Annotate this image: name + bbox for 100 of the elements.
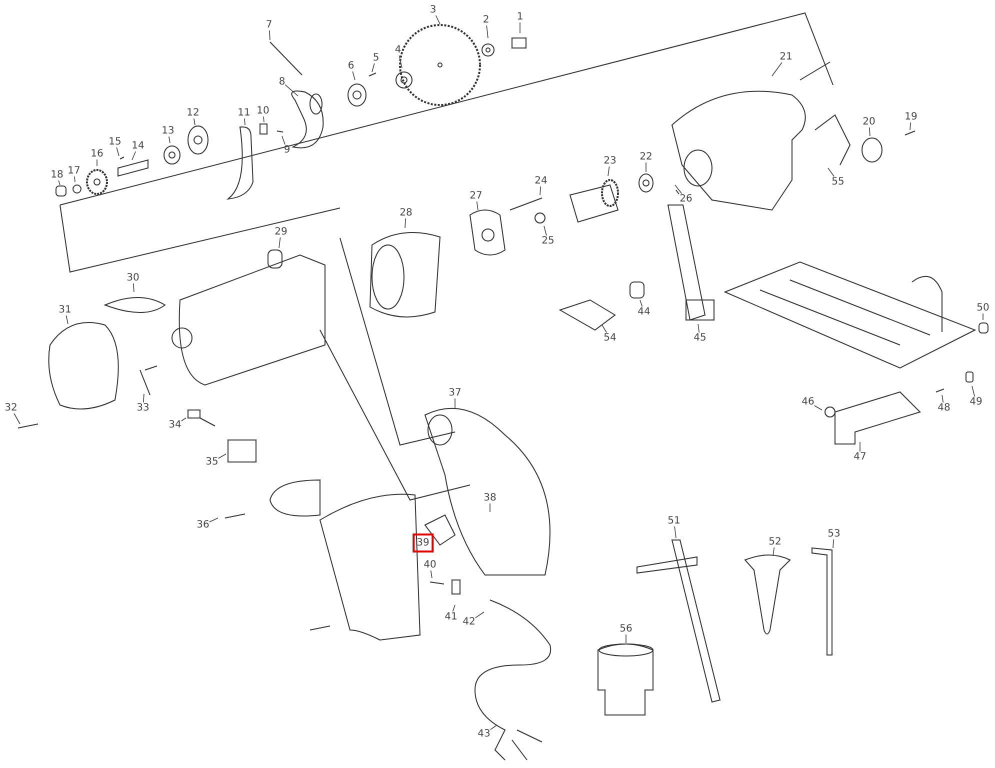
callout-number: 2 xyxy=(482,14,490,26)
leader-line xyxy=(972,386,975,397)
callout-number: 54 xyxy=(604,332,616,344)
callout-number: 47 xyxy=(854,452,866,462)
callout-number: 56 xyxy=(620,624,632,634)
leader-line xyxy=(435,15,440,24)
leader-line xyxy=(540,186,541,196)
leader-line xyxy=(452,604,456,612)
callout-number: 5 xyxy=(372,52,380,64)
callout-number: 27 xyxy=(470,190,482,202)
callout-number: 22 xyxy=(640,152,652,162)
callout-number: 55 xyxy=(832,176,844,188)
callout-number: 4 xyxy=(394,44,402,56)
leader-line xyxy=(910,122,911,130)
callout-number: 15 xyxy=(108,136,122,148)
leader-line xyxy=(942,394,944,403)
callout-number: 26 xyxy=(680,194,692,204)
leader-line xyxy=(486,25,488,38)
leader-line xyxy=(244,118,246,126)
callout-number: 9 xyxy=(284,144,290,156)
leader-line xyxy=(404,218,406,228)
callout-number: 20 xyxy=(862,116,876,128)
callout-number: 24 xyxy=(534,176,548,186)
leader-line xyxy=(14,413,20,424)
callout-number: 11 xyxy=(238,108,250,118)
leader-line xyxy=(832,539,834,548)
leader-line xyxy=(181,418,186,422)
callout-number: 16 xyxy=(90,148,104,160)
callout-number: 12 xyxy=(186,108,200,118)
leader-line xyxy=(96,159,98,166)
callout-number: 40 xyxy=(424,560,436,570)
callout-number: 49 xyxy=(970,396,982,408)
callout-number: 18 xyxy=(50,170,64,180)
leader-line xyxy=(608,166,610,176)
callout-number: 14 xyxy=(132,140,144,152)
callout-number: 51 xyxy=(668,516,680,526)
leader-line xyxy=(218,454,226,459)
callout-number: 42 xyxy=(462,616,476,628)
leader-line xyxy=(698,324,700,333)
leader-line xyxy=(982,313,984,320)
leader-line xyxy=(772,547,775,556)
callout-number: 44 xyxy=(638,306,650,318)
leader-line xyxy=(372,63,375,72)
callout-number: 19 xyxy=(904,112,918,122)
callout-number: 33 xyxy=(136,402,150,414)
leader-line xyxy=(490,724,498,730)
leader-line xyxy=(869,127,870,136)
callout-number: 35 xyxy=(206,456,218,468)
callout-number: 34 xyxy=(168,420,182,430)
leader-line xyxy=(282,136,286,145)
callout-number: 13 xyxy=(162,126,174,136)
leader-line xyxy=(132,151,136,160)
callout-number: 1 xyxy=(516,12,524,22)
callout-number: 17 xyxy=(68,166,80,176)
leader-line xyxy=(168,136,170,144)
callout-number: 25 xyxy=(542,236,554,246)
leader-line xyxy=(58,180,60,186)
callout-number: 23 xyxy=(604,156,616,166)
callout-number: 29 xyxy=(274,226,288,238)
leader-line xyxy=(640,300,643,307)
callout-number: 43 xyxy=(478,728,490,740)
leader-line xyxy=(352,71,356,80)
leader-line xyxy=(544,226,547,236)
callout-number: 52 xyxy=(768,536,782,548)
callout-number: 6 xyxy=(348,60,354,72)
leader-line xyxy=(814,405,822,410)
leader-line xyxy=(133,283,134,292)
leader-line xyxy=(263,116,264,122)
callout-number: 50 xyxy=(976,302,990,314)
leader-line xyxy=(602,324,607,333)
callout-number: 53 xyxy=(828,528,840,540)
leader-line xyxy=(269,30,270,40)
callout-number: 7 xyxy=(266,20,272,30)
callout-number: 32 xyxy=(4,402,18,414)
leader-line xyxy=(674,184,682,194)
leader-line xyxy=(66,315,68,324)
callout-number: 41 xyxy=(444,612,458,622)
callout-number: 3 xyxy=(430,4,436,16)
leader-line xyxy=(74,176,76,182)
callout-number: 37 xyxy=(448,388,462,398)
callout-number: 48 xyxy=(938,402,950,414)
leader-line xyxy=(430,570,432,578)
callout-number: 39 xyxy=(412,534,434,552)
callout-number: 21 xyxy=(780,52,792,62)
leader-line xyxy=(475,612,484,618)
leader-line xyxy=(476,201,478,210)
leader-line xyxy=(284,84,298,96)
callout-number: 31 xyxy=(58,304,72,316)
leader-line xyxy=(209,518,218,522)
leader-line xyxy=(278,237,281,248)
callout-number: 28 xyxy=(400,208,412,218)
leader-line xyxy=(143,394,144,403)
callout-number: 45 xyxy=(694,332,706,344)
callout-number: 36 xyxy=(196,520,210,530)
leader-line xyxy=(116,147,120,156)
leader-line xyxy=(772,62,782,76)
leader-line xyxy=(674,526,676,538)
leader-line xyxy=(194,118,196,126)
callout-number: 30 xyxy=(126,272,140,284)
leader-line xyxy=(398,55,402,68)
